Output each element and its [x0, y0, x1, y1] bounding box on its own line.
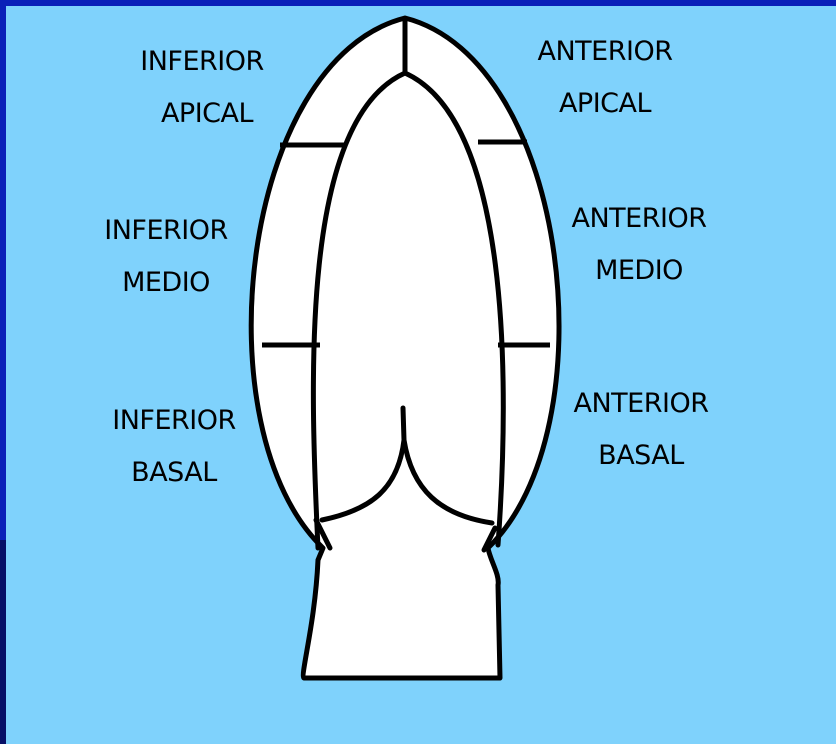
label-anterior-medio: ANTERIOR MEDIO: [558, 193, 720, 297]
label-line-1: ANTERIOR: [558, 193, 720, 245]
label-line-2: BASAL: [560, 430, 722, 482]
label-inferior-apical: INFERIOR APICAL: [122, 36, 282, 140]
valve-tip: [403, 408, 404, 440]
label-line-2: MEDIO: [86, 257, 246, 309]
label-anterior-basal: ANTERIOR BASAL: [560, 378, 722, 482]
label-line-2: APICAL: [524, 78, 686, 130]
label-line-2: APICAL: [122, 88, 282, 140]
label-line-1: INFERIOR: [122, 36, 282, 88]
label-inferior-basal: INFERIOR BASAL: [94, 395, 254, 499]
label-line-2: BASAL: [94, 447, 254, 499]
label-line-1: INFERIOR: [86, 205, 246, 257]
label-line-1: ANTERIOR: [560, 378, 722, 430]
label-line-1: ANTERIOR: [524, 26, 686, 78]
label-inferior-medio: INFERIOR MEDIO: [86, 205, 246, 309]
label-line-2: MEDIO: [558, 245, 720, 297]
label-anterior-apical: ANTERIOR APICAL: [524, 26, 686, 130]
outer-wall: [251, 18, 559, 678]
label-line-1: INFERIOR: [94, 395, 254, 447]
